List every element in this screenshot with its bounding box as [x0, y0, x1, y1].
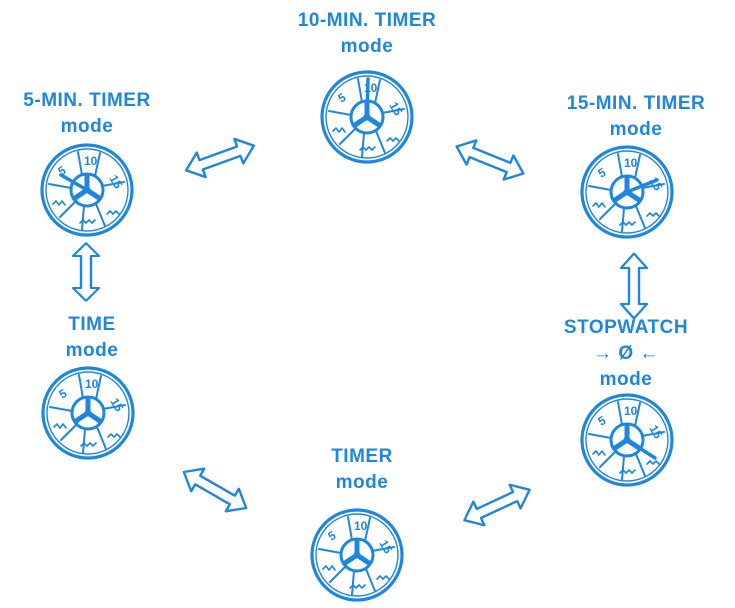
watch-dial-icon: 5 10 15: [42, 145, 132, 235]
double-arrow-icon: [73, 243, 99, 301]
watch-dial-icon: 5 10 15: [322, 72, 412, 162]
double-arrow-icon: [182, 133, 259, 182]
dial-10: 10: [624, 404, 638, 418]
dial-10: 10: [84, 154, 98, 168]
watch-dial-icon: 5 10 15: [43, 368, 133, 458]
watch-dial-icon: 5 10 15: [582, 147, 672, 237]
dial-15: 15: [107, 396, 126, 415]
dial-10: 10: [85, 377, 99, 391]
double-arrow-icon: [459, 478, 535, 532]
dial-5: 5: [57, 386, 70, 402]
dial-5: 5: [596, 413, 609, 429]
dial-15: 15: [376, 538, 395, 557]
dial-15: 15: [646, 423, 665, 442]
dial-5: 5: [596, 165, 609, 181]
dial-15: 15: [646, 175, 665, 194]
dial-10: 10: [364, 81, 378, 95]
watch-dial-icon: 5 10 15: [582, 395, 672, 485]
dial-5: 5: [326, 528, 339, 544]
watch-dial-icon: 5 10 15: [312, 510, 402, 600]
dial-15: 15: [386, 100, 405, 119]
dial-5: 5: [336, 90, 349, 106]
dial-10: 10: [624, 156, 638, 170]
double-arrow-icon: [621, 254, 647, 319]
dial-10: 10: [354, 519, 368, 533]
double-arrow-icon: [452, 134, 528, 185]
dial-15: 15: [106, 173, 125, 192]
double-arrow-icon: [177, 461, 252, 520]
